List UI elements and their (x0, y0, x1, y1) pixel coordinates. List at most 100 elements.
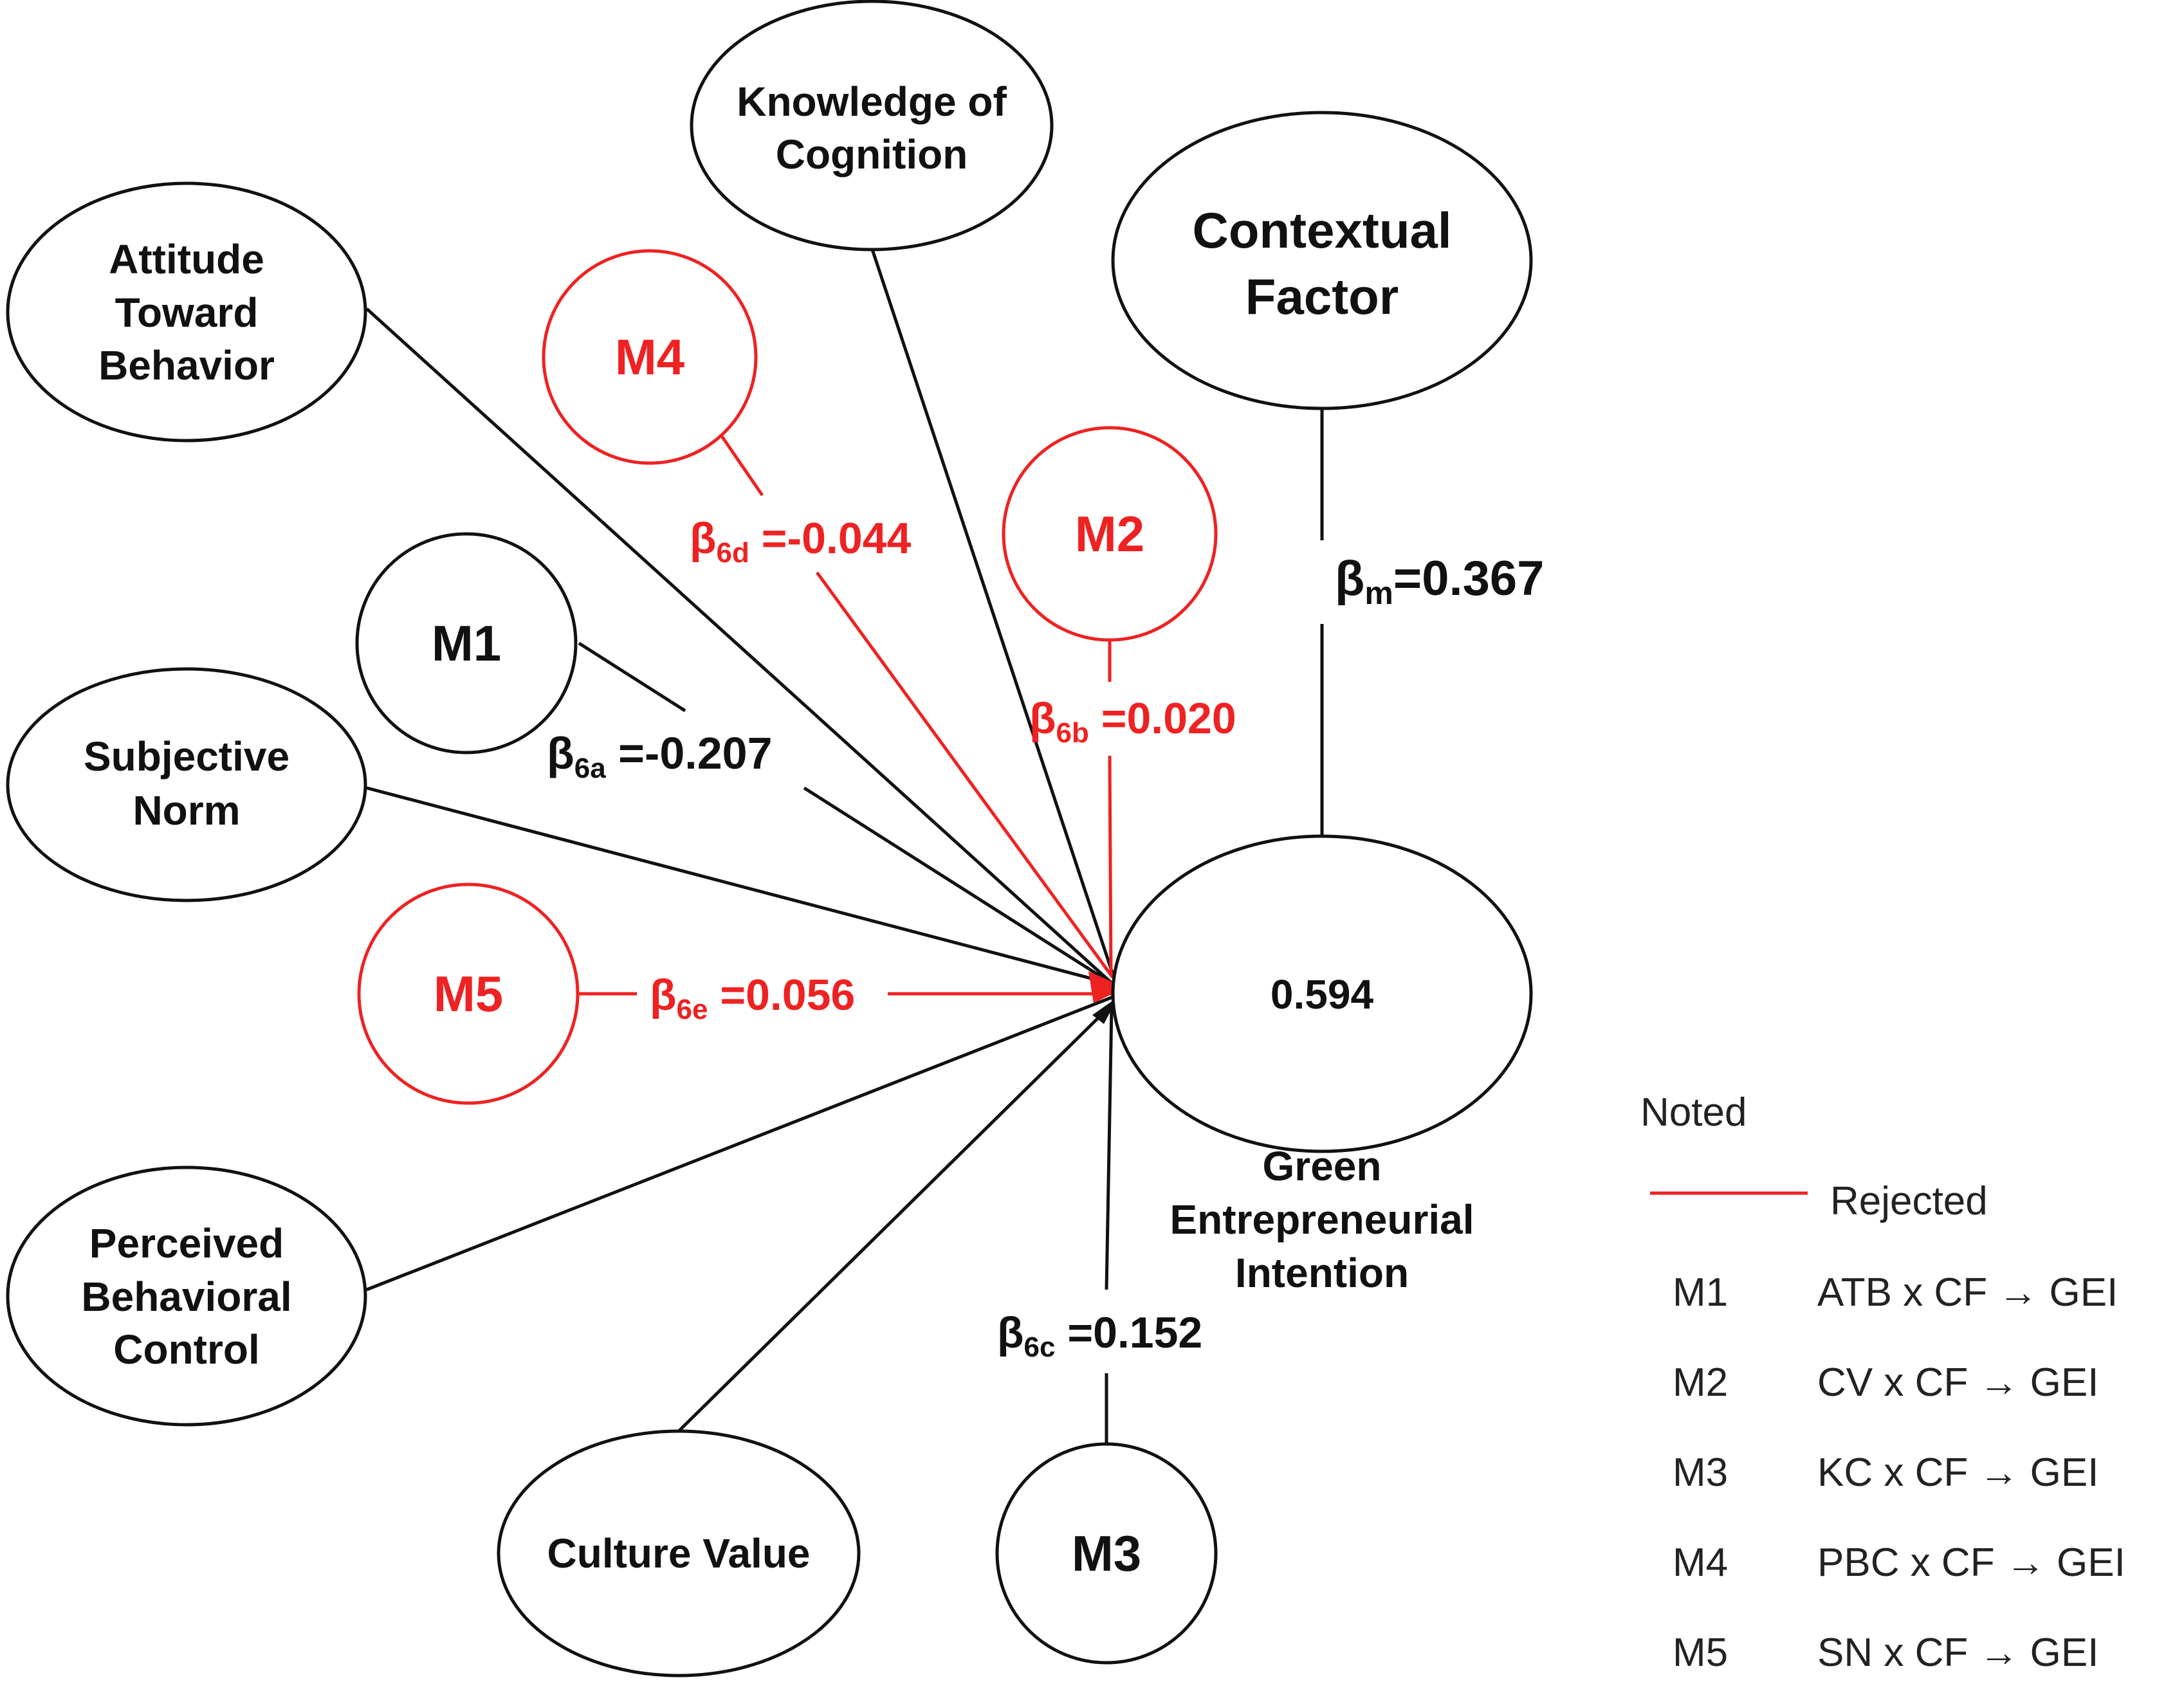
legend-item-code: M2 (1673, 1360, 1728, 1405)
coef-m2-symbol: β (1029, 694, 1056, 743)
svg-text:β6e =0.056: β6e =0.056 (650, 971, 855, 1025)
coef-m5: β6e =0.056 (650, 971, 855, 1025)
node-contextual-factor-shape (1111, 111, 1533, 410)
arrowheads-at-gei (1088, 971, 1124, 1024)
path-sn-to-gei (366, 786, 1114, 986)
node-pbc-shape (6, 1166, 367, 1427)
svg-text:β6a =-0.207: β6a =-0.207 (547, 728, 773, 784)
node-m2-shape (1002, 426, 1218, 642)
node-culture-value-shape (497, 1429, 861, 1677)
coef-m3: β6c =0.152 (997, 1308, 1202, 1363)
svg-text:β6b =0.020: β6b =0.020 (1029, 694, 1236, 749)
path-m4-segment-b (815, 571, 1115, 979)
path-atb-to-gei (365, 307, 1114, 985)
arrowhead-black (1092, 997, 1118, 1024)
coef-m3-sub: 6c (1024, 1331, 1056, 1363)
coef-m3-value: =0.152 (1055, 1308, 1202, 1357)
coef-m1-sub: 6a (574, 753, 606, 784)
coef-m2: β6b =0.020 (1029, 694, 1236, 749)
node-m3-shape (995, 1442, 1218, 1665)
node-m4-shape (542, 249, 758, 465)
node-cv-line1: Culture Value (547, 1530, 811, 1577)
node-m4-label: M4 (615, 329, 684, 385)
path-pbc-to-gei (366, 995, 1114, 1292)
node-knowledge-of-cognition-line1: Knowledge of (737, 78, 1007, 125)
legend-item-desc: KC x CF → GEI (1817, 1450, 2098, 1495)
coef-m4-sub: 6d (717, 537, 749, 569)
node-m3-label: M3 (1072, 1525, 1141, 1582)
legend-item-desc: ATB x CF → GEI (1817, 1270, 2118, 1315)
node-pbc-line3: Control (113, 1326, 260, 1373)
path-cv-to-gei (677, 1002, 1114, 1432)
node-gei-r-squared: 0.594 (1271, 971, 1374, 1018)
coef-m-sub: m (1364, 575, 1393, 611)
node-subjective-norm: Subjective Norm (6, 667, 367, 902)
node-knowledge-of-cognition-line2: Cognition (776, 131, 968, 178)
legend-item-desc: CV x CF → GEI (1817, 1360, 2098, 1405)
node-green-entrepreneurial-intention: 0.594 (1111, 834, 1533, 1153)
svg-text:βm=0.367: βm=0.367 (1335, 551, 1544, 611)
gei-caption-line2: Entrepreneurial (1170, 1196, 1474, 1243)
coef-m-value: =0.367 (1393, 551, 1545, 606)
legend-rejected-label: Rejected (1830, 1179, 1988, 1223)
node-attitude-toward-behavior: Attitude Toward Behavior (6, 181, 367, 443)
node-m3: M3 (995, 1442, 1218, 1665)
coef-m-symbol: β (1335, 551, 1364, 606)
path-m1-segment-a (578, 641, 686, 713)
node-gei-shape (1111, 834, 1533, 1153)
node-atb-line2: Toward (115, 289, 259, 336)
path-m2-segment-b (1108, 755, 1113, 975)
node-pbc-line2: Behavioral (81, 1274, 291, 1320)
node-m1-shape (355, 532, 578, 754)
node-pbc-line1: Perceived (89, 1220, 284, 1266)
gei-caption-line1: Green (1263, 1143, 1382, 1189)
path-m3-segment-b (1105, 1006, 1114, 1290)
legend-item-code: M5 (1673, 1631, 1728, 1675)
node-m5-shape (357, 882, 580, 1105)
node-contextual-factor: Contextual Factor (1111, 111, 1533, 410)
path-kc-to-gei (870, 247, 1115, 975)
node-atb-line1: Attitude (109, 236, 264, 282)
coef-m5-sub: 6e (677, 994, 708, 1025)
coef-m4-value: =-0.044 (749, 514, 912, 563)
node-perceived-behavioral-control: Perceived Behavioral Control (6, 1166, 367, 1427)
node-m5-label: M5 (434, 965, 503, 1022)
node-sn-line2: Norm (133, 787, 240, 834)
coef-m1: β6a =-0.207 (547, 728, 773, 784)
node-m1-label: M1 (432, 615, 501, 672)
legend-item-desc: SN x CF → GEI (1817, 1631, 2098, 1675)
svg-text:β6d =-0.044: β6d =-0.044 (690, 514, 911, 569)
legend-item-code: M3 (1673, 1450, 1728, 1495)
legend: Noted Rejected M1 ATB x CF → GEI M2 CV x… (1640, 1090, 2125, 1675)
node-culture-value: Culture Value (497, 1429, 861, 1677)
node-m1: M1 (355, 532, 578, 754)
gei-caption-line3: Intention (1235, 1250, 1409, 1296)
path-m1-segment-b (803, 786, 1114, 986)
node-subjective-norm-shape (6, 667, 367, 902)
node-sn-line1: Subjective (84, 733, 289, 780)
node-knowledge-of-cognition: Knowledge of Cognition (690, 0, 1054, 251)
gei-caption: Green Entrepreneurial Intention (1170, 1143, 1474, 1296)
node-m2-label: M2 (1075, 506, 1144, 562)
node-attitude-toward-behavior-shape (6, 181, 367, 443)
black-paths (365, 247, 1325, 1444)
legend-item-desc: PBC x CF → GEI (1817, 1540, 2125, 1585)
legend-item-code: M1 (1673, 1270, 1728, 1315)
node-knowledge-of-cognition-shape (690, 0, 1054, 251)
svg-text:β6c =0.152: β6c =0.152 (997, 1308, 1202, 1363)
coef-m4: β6d =-0.044 (690, 514, 911, 569)
node-contextual-factor-line1: Contextual (1192, 202, 1451, 259)
coef-m1-symbol: β (547, 728, 574, 778)
node-m4: M4 (542, 249, 758, 465)
rejected-paths (578, 428, 1115, 996)
coef-m3-symbol: β (997, 1308, 1024, 1357)
node-atb-line3: Behavior (98, 342, 275, 389)
node-m5: M5 (357, 882, 580, 1105)
coef-m: βm=0.367 (1335, 551, 1544, 611)
legend-title: Noted (1640, 1090, 1747, 1135)
coef-m5-symbol: β (650, 971, 677, 1019)
arrowhead-red (1088, 971, 1124, 1003)
coef-m1-value: =-0.207 (606, 728, 773, 778)
